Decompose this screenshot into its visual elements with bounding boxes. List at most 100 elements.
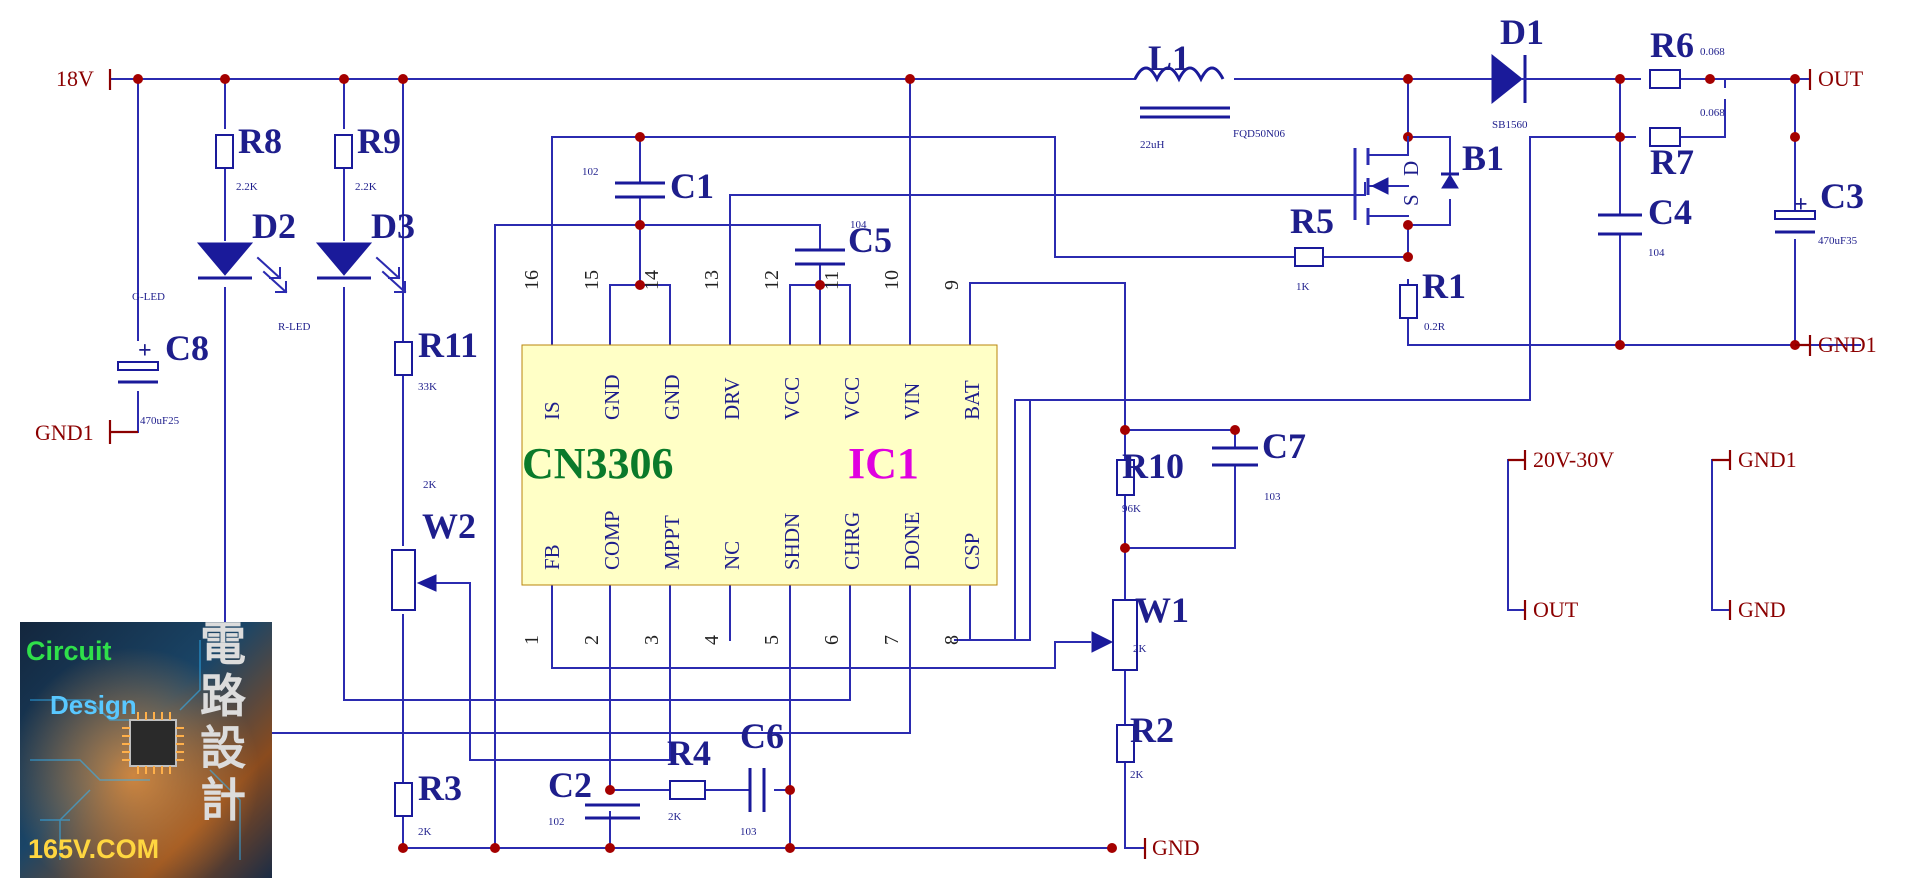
c4-ref: C4 <box>1648 192 1692 232</box>
resistor-r7: R7 0.068 <box>1649 107 1725 182</box>
ic-pin-number: 16 <box>521 270 543 290</box>
logo-line2: Design <box>50 690 137 720</box>
r6-value: 0.068 <box>1700 46 1725 58</box>
logo-chip-icon <box>129 719 177 767</box>
r1-value: 0.2R <box>1424 321 1446 333</box>
resistor-r11: R11 33K <box>394 325 478 393</box>
resistor-r9: R9 2.2K <box>334 121 401 193</box>
net-out: OUT <box>1818 66 1864 91</box>
logo-line1: Circuit <box>26 636 112 666</box>
ports: 18V GND1 OUT GND1 GND 20V-30V OUT GND1 G… <box>35 66 1877 860</box>
led-d3: D3 R-LED <box>278 206 415 333</box>
ic-pin-name: NC <box>720 541 744 570</box>
resistor-r6: R6 0.068 <box>1649 25 1725 89</box>
capacitor-c6: C6 103 <box>740 716 784 838</box>
ic-pin-number: 10 <box>881 270 903 290</box>
capacitor-c8: C8 + 470uF25 <box>117 328 209 427</box>
ic-pin-number: 13 <box>701 270 723 290</box>
r6-ref: R6 <box>1650 25 1694 65</box>
ic-pin-number: 14 <box>641 270 663 290</box>
net-gnd1-right: GND1 <box>1818 332 1877 357</box>
d3-ref: D3 <box>371 206 415 246</box>
b1-source-label: S <box>1399 194 1423 206</box>
ic-pin-name: MPPT <box>660 515 684 570</box>
c6-ref: C6 <box>740 716 784 756</box>
w2-ref: W2 <box>422 506 476 546</box>
c3-plus: + <box>1794 192 1808 218</box>
r11-ref: R11 <box>418 325 478 365</box>
c8-ref: C8 <box>165 328 209 368</box>
capacitor-c5: C5 104 <box>795 219 892 266</box>
ic-ref: IC1 <box>848 439 919 488</box>
logo-cn-2: 路 <box>200 669 247 723</box>
capacitor-c7: C7 103 <box>1212 426 1306 503</box>
c8-value: 470uF25 <box>140 415 180 427</box>
junction-dots <box>133 74 1800 853</box>
r11-value: 33K <box>418 381 437 393</box>
r2-ref: R2 <box>1130 710 1174 750</box>
d2-label: G-LED <box>132 291 165 303</box>
c2-value: 102 <box>548 816 565 828</box>
r8-value: 2.2K <box>236 181 258 193</box>
diode-d1: D1 SB1560 <box>1491 12 1601 131</box>
ic-pin-name: CHRG <box>840 512 864 570</box>
mosfet-b1: B1 FQD50N06 S D <box>1233 128 1504 225</box>
ic-pin-number: 8 <box>941 635 963 645</box>
r10-value: 96K <box>1122 503 1141 515</box>
r1-ref: R1 <box>1422 266 1466 306</box>
ic-pin-number: 1 <box>521 635 543 645</box>
d1-value: SB1560 <box>1492 119 1528 131</box>
capacitor-c2: C2 102 <box>548 765 640 828</box>
c1-value: 102 <box>582 166 599 178</box>
ic-pin-name: COMP <box>600 510 624 570</box>
ic-pin-name: SHDN <box>780 513 804 570</box>
logo-site: 165V.COM <box>28 834 159 864</box>
c7-ref: C7 <box>1262 426 1306 466</box>
resistor-r4: R4 2K <box>667 733 711 823</box>
d2-ref: D2 <box>252 206 296 246</box>
r4-ref: R4 <box>667 733 711 773</box>
logo-cn-1: 電 <box>200 617 246 671</box>
b1-drain-label: D <box>1399 161 1423 176</box>
ic-pin-name: VCC <box>780 377 804 420</box>
r3-value: 2K <box>418 826 432 838</box>
c3-value: 470uF35 <box>1818 235 1858 247</box>
c6-value: 103 <box>740 826 757 838</box>
wires <box>109 78 1861 849</box>
ic-pin-number: 7 <box>881 635 903 645</box>
ic-pin-name: CSP <box>960 533 984 570</box>
ic-pin-name: GND <box>600 375 624 421</box>
net-gnd: GND <box>1152 835 1200 860</box>
ic-pin-name: FB <box>540 544 564 570</box>
resistor-r3: R3 2K <box>394 768 462 838</box>
ic-pin-number: 4 <box>701 635 723 645</box>
resistor-r10: R10 96K <box>1116 446 1184 515</box>
r3-ref: R3 <box>418 768 462 808</box>
ic-pin-number: 2 <box>581 635 603 645</box>
resistor-r8: R8 2.2K <box>215 121 282 193</box>
c1-ref: C1 <box>670 166 714 206</box>
c8-plus: + <box>138 338 152 364</box>
ic-pin-name: VIN <box>900 383 924 420</box>
c5-value: 104 <box>850 219 867 231</box>
ic-cn3306: CN3306 IC1 16IS15GND14GND13DRV12VCC11VCC… <box>521 270 998 645</box>
d3-label: R-LED <box>278 321 310 333</box>
capacitor-c4: C4 104 <box>1598 192 1692 259</box>
r5-ref: R5 <box>1290 201 1334 241</box>
ic-pin-name: IS <box>540 401 564 420</box>
ic-pin-name: GND <box>660 375 684 421</box>
ic-pin-number: 3 <box>641 635 663 645</box>
conn2-top-label: GND1 <box>1738 447 1797 472</box>
resistor-r5: R5 1K <box>1290 201 1334 293</box>
l1-value: 22uH <box>1140 139 1165 151</box>
b1-ref: B1 <box>1462 138 1504 178</box>
ic-part-name: CN3306 <box>522 439 674 488</box>
potentiometer-w1: W1 2K <box>1091 590 1189 671</box>
w2-value: 2K <box>423 479 437 491</box>
ic-pin-number: 5 <box>761 635 783 645</box>
resistor-r1: R1 0.2R <box>1399 266 1466 333</box>
w1-ref: W1 <box>1135 590 1189 630</box>
r9-ref: R9 <box>357 121 401 161</box>
